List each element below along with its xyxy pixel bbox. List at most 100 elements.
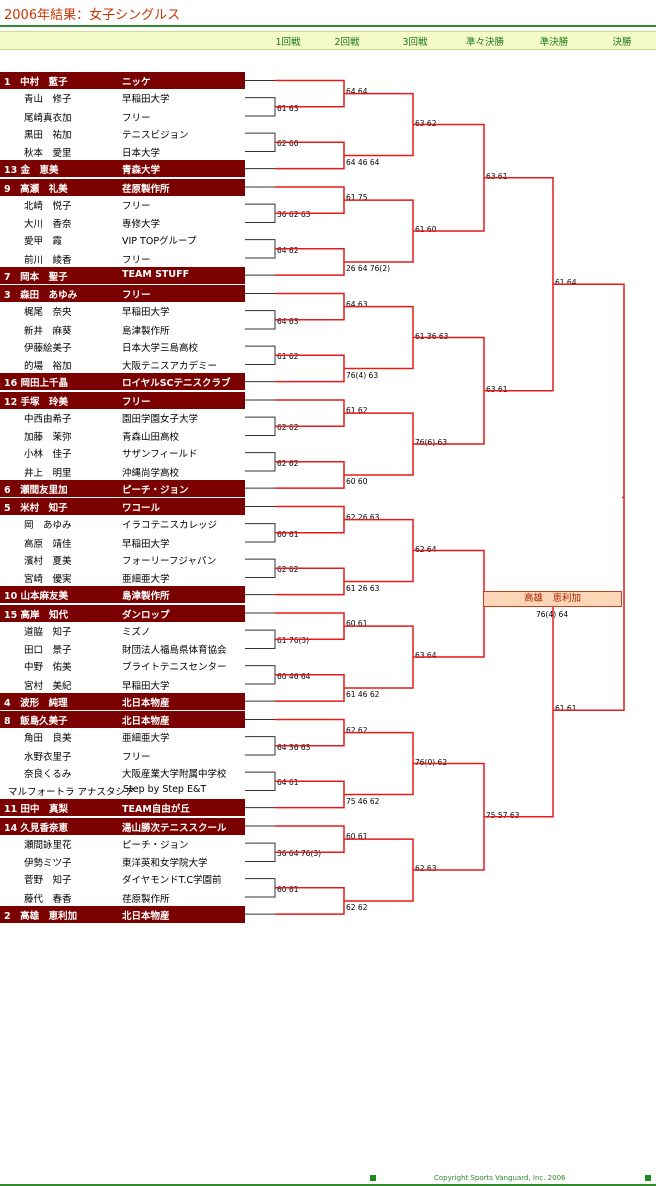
player-club: 日本大学三島高校 [122,342,199,354]
player-club: フリー [122,112,151,124]
match-score: 62 62 [277,423,299,433]
qf-connector [413,123,485,232]
match-score: 63 64 [415,651,437,661]
r2-connector [275,674,345,702]
seeded-player-row: 9 高瀬 礼美荏原製作所 [0,178,245,196]
match-score: 64 62 [277,245,299,255]
match-score: 63 62 [415,118,437,128]
player-club: TEAM自由が丘 [122,804,190,816]
r3-connector [344,412,414,476]
match-score: 60 61 [277,884,299,894]
player-club: 島津製作所 [122,325,170,337]
player-name: 水野衣里子 [24,751,72,763]
player-club: 大阪産業大学附属中学校 [122,768,227,780]
player-club: VIP TOPグループ [122,236,197,248]
player-club: 青森山田高校 [122,432,180,443]
match-score: 61 64 [555,278,577,288]
copyright-text: Copyright Sports Vanguard, Inc. 2006 [434,1174,566,1182]
player-name: 中西由希子 [24,413,72,425]
player-name: 15 高岸 知代 [4,609,69,621]
r1-connector [245,416,276,436]
player-club: 亜細亜大学 [122,574,170,585]
player-name: 田口 景子 [24,645,72,656]
match-score: 36 64 76(3) [277,849,322,859]
player-name: 大川 香奈 [24,219,72,230]
green-square-right [645,1175,651,1181]
seeded-player-row: 6 瀬間友里加ピーチ・ジョン [0,479,245,497]
player-club: 財団法人福島県体育協会 [122,645,227,656]
match-score: 61 76(3) [277,636,310,646]
r3-connector [344,731,414,796]
player-name: 前川 綾香 [24,254,72,266]
player-name: 3 森田 あゆみ [4,290,78,301]
player-name: 11 田中 真梨 [4,804,69,816]
player-name: 高原 靖佳 [24,538,72,550]
player-row: 梶尾 奈央早稲田大学 [0,302,245,319]
player-row: 岡 あゆみイラコテニスカレッジ [0,515,245,532]
player-club: ブライトテニスセンター [122,662,227,674]
player-name: 16 岡田上千晶 [4,378,69,390]
r2-connector [275,887,345,915]
player-club: テニスビジョン [122,129,189,141]
seeded-player-row: 5 米村 知子ワコール [0,498,245,515]
r1-connector [245,842,276,862]
player-name: 13 金 恵美 [4,165,59,177]
r2-connector [275,354,345,383]
seeded-player-row: 4 波形 純理北日本物産 [0,692,245,710]
match-score: 62 64 [415,544,437,554]
r3-connector [344,92,414,157]
sf-connector [484,177,554,392]
r2-connector [275,780,345,809]
r2-connector [275,612,345,641]
seeded-player-row: 14 久見香奈恵湯山勝次テニススクール [0,817,245,835]
r3-connector [344,625,414,689]
player-club: ミズノ [122,626,151,638]
qf-connector [413,336,485,445]
match-score: 64 63 [277,316,299,326]
player-name: 的場 裕加 [24,361,72,372]
player-club: フォーリーフジャパン [122,555,217,567]
match-score: 64 63 [346,299,368,309]
r3-connector [344,518,414,583]
match-score: 64 46 64 [346,157,380,167]
player-club: TEAM STUFF [122,268,190,280]
player-name: 12 手塚 玲美 [4,396,69,408]
player-club: フリー [122,751,151,763]
qf-connector [413,549,485,658]
player-name: 9 高瀬 礼美 [4,183,68,195]
player-row: 黒田 祐加テニスビジョン [0,125,245,142]
player-row: 井上 明里沖縄尚学高校 [0,463,245,480]
player-club: フリー [122,200,151,212]
player-name: 中野 佑美 [24,662,72,674]
match-score: 60 46 64 [277,671,311,681]
player-name: 濱村 夏美 [24,555,72,567]
player-club: 沖縄尚学高校 [122,467,180,479]
player-name: 7 岡本 聖子 [4,271,68,283]
seeded-player-row: 13 金 恵美青森大学 [0,160,245,178]
r2-connector [275,186,345,215]
seeded-player-row: 15 高岸 知代 ダンロップ [0,604,245,622]
seeded-player-row: 1 中村 藍子ニッケ [0,72,245,89]
player-name: マルフォートラ アナスタシア [8,787,135,798]
player-club: ダンロップ [122,609,170,621]
match-score: 62 62 [277,458,299,468]
r3-connector [344,305,414,370]
final-score: 76(4) 64 [536,610,569,619]
match-score: 61 62 [277,352,299,362]
match-score: 62 62 [346,903,368,913]
match-score: 76(0) 62 [415,757,448,767]
player-club: 早稲田大学 [122,307,170,319]
player-club: ロイヤルSCテニスクラブ [122,378,231,390]
player-club: 亜細亜大学 [122,733,170,745]
match-score: 75 46 62 [346,796,380,806]
seeded-player-row: 16 岡田上千晶 ロイヤルSCテニスクラブ [0,373,245,391]
r3-connector [344,199,414,263]
player-row: 加藤 茉弥青森山田高校 [0,427,245,444]
player-name: 角田 良美 [24,733,72,745]
player-club: ダイヤモンドT.C学園前 [122,875,222,887]
match-score: 64 61 [277,778,299,788]
match-score: 60 61 [346,619,368,628]
match-score: 75 57 63 [486,810,520,820]
